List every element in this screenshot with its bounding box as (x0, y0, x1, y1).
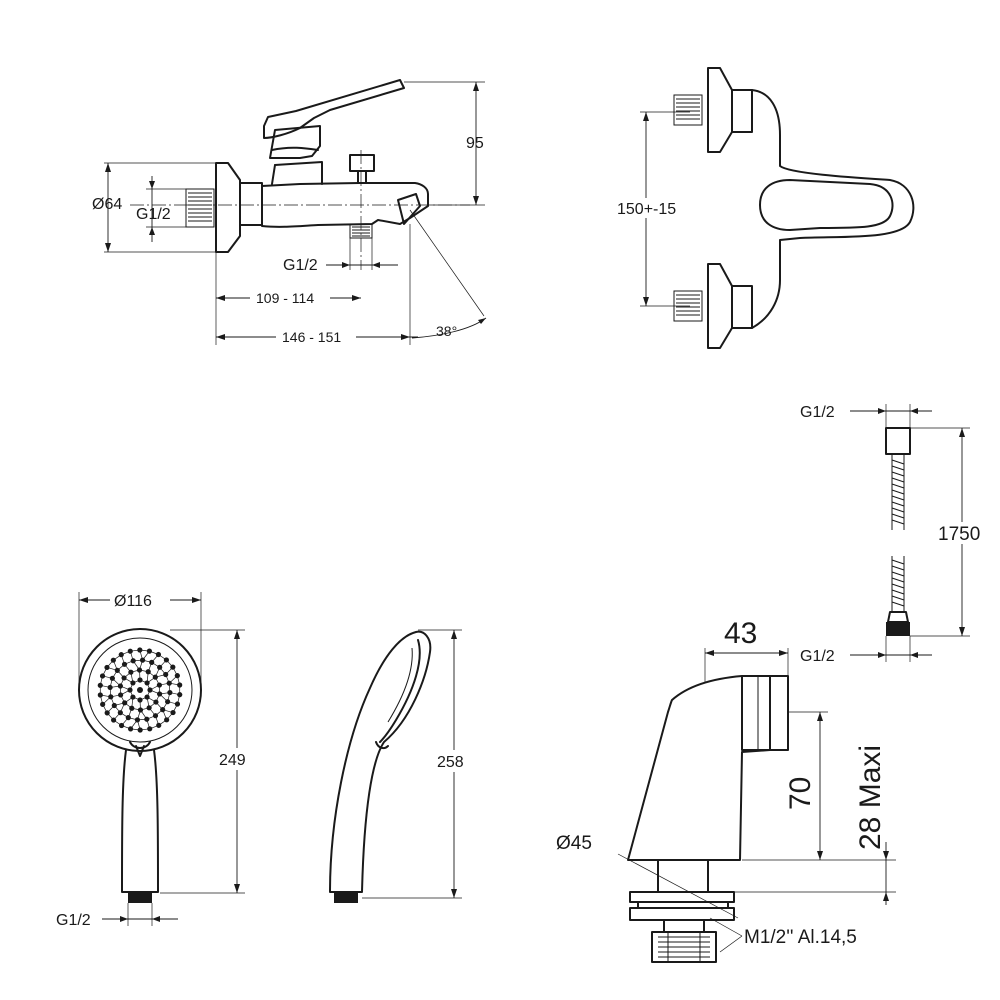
spray-nozzle (107, 684, 113, 691)
spray-nozzle (170, 709, 176, 716)
spray-nozzle (99, 673, 106, 679)
washer-top (629, 891, 735, 903)
mixer-side-view: 95 Ø64 G1/2 G1/2 109 - 114 146 - 151 (92, 79, 487, 345)
centers-label: 150+-15 (617, 201, 676, 218)
hose-bottom-nut (886, 622, 910, 636)
shower-length-label: 249 (219, 752, 246, 769)
spray-nozzle (156, 682, 162, 688)
max-thickness-label: 28 Maxi (854, 745, 887, 850)
spray-nozzle (118, 722, 125, 729)
hand-shower-side: 258 (329, 629, 474, 903)
spray-nozzle (144, 716, 150, 722)
spray-nozzle (156, 722, 162, 728)
spout-aerator (397, 193, 421, 225)
lever-handle (263, 79, 405, 139)
outlet-height-label: 70 (784, 777, 817, 810)
spray-nozzle (146, 648, 153, 654)
top-inlet (673, 67, 753, 153)
side-length-label: 258 (437, 754, 464, 771)
elbow-outlet: 43 70 28 Maxi Ø45 M1/2'' Al.14,5 (556, 617, 896, 963)
spray-nozzle (177, 682, 183, 688)
spray-nozzle (97, 682, 103, 688)
spray-nozzle (137, 727, 143, 733)
outlet-diameter-label: Ø45 (556, 833, 592, 854)
spray-nozzle (163, 657, 170, 663)
side-handle-thread (334, 893, 358, 903)
diverter-knob (349, 154, 375, 172)
wall-flange (215, 162, 241, 253)
spray-nozzle (155, 651, 162, 658)
spray-nozzle (114, 667, 120, 673)
fixing-thread-label: M1/2'' Al.14,5 (744, 927, 857, 948)
mixer-front-body (751, 89, 915, 329)
outlet-width-label: 43 (724, 617, 757, 650)
spray-nozzle (127, 726, 134, 732)
handle-thread (128, 893, 152, 903)
spray-nozzle (100, 701, 106, 707)
spray-nozzle-pattern (97, 647, 183, 733)
inlet-thread (185, 188, 215, 228)
hand-shower-front: Ø116 249 G1/2 (56, 590, 256, 929)
shower-hose: G1/2 1750 G1/2 (800, 404, 992, 665)
lever-front (759, 179, 894, 231)
hose-bottom-thread-label: G1/2 (800, 648, 835, 665)
outlet-thread-label: G1/2 (283, 257, 318, 274)
mixer-front-view: 150+-15 (610, 67, 915, 349)
washer-bottom (629, 907, 735, 921)
shower-side-outline (329, 630, 432, 893)
spray-nozzle (127, 648, 133, 654)
spray-nozzle (104, 710, 110, 716)
reach-short-label: 109 - 114 (256, 290, 314, 306)
spray-nozzle (164, 717, 170, 723)
connection-nut (239, 182, 263, 226)
elbow-body (627, 675, 771, 861)
spray-nozzle-center (137, 687, 143, 693)
diameter-label: Ø64 (92, 196, 122, 213)
spray-nozzle (170, 664, 176, 670)
hose-top-fitting (885, 427, 911, 455)
fixing-nut (651, 931, 717, 963)
spray-nozzle (147, 726, 153, 732)
spray-nozzle (144, 694, 150, 700)
shower-handle (121, 749, 159, 893)
spray-nozzle (174, 673, 180, 679)
angle-label: 38° (436, 323, 457, 339)
spray-nozzle (137, 647, 143, 653)
spray-nozzle (110, 717, 117, 723)
spray-nozzle (118, 652, 124, 658)
cartridge-housing (269, 125, 321, 159)
hose-top-thread-label: G1/2 (800, 404, 835, 421)
spray-nozzle (174, 701, 181, 707)
spray-nozzle (177, 692, 183, 698)
height-dimension-label: 95 (466, 135, 484, 152)
hose-length-label: 1750 (938, 524, 980, 545)
spray-nozzle (110, 657, 116, 663)
spray-nozzle (109, 675, 115, 681)
spray-nozzle (104, 664, 110, 671)
handle-thread-label: G1/2 (56, 912, 91, 929)
inlet-thread-label: G1/2 (136, 206, 171, 223)
shower-diameter-label: Ø116 (114, 593, 152, 610)
spray-nozzle (152, 674, 158, 680)
spray-nozzle (167, 689, 173, 696)
reach-long-label: 146 - 151 (282, 329, 341, 345)
spray-nozzle (97, 692, 103, 698)
